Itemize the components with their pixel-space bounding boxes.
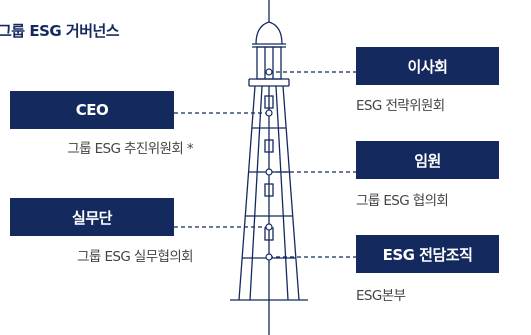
working-group-caption: 그룹 ESG 실무협의회 [77,249,193,265]
working-group-box: 실무단 [10,198,174,236]
board-box: 이사회 [356,47,499,85]
executive-caption: 그룹 ESG 협의회 [356,193,449,209]
diagram-title: 그룹 ESG 거버넌스 [0,22,120,40]
dedicated-org-box: ESG 전담조직 [356,235,499,273]
executive-box: 임원 [356,141,499,179]
dedicated-org-caption: ESG본부 [356,288,406,304]
board-caption: ESG 전략위원회 [356,98,445,114]
ceo-caption: 그룹 ESG 추진위원회 * [67,141,193,157]
ceo-box: CEO [10,91,174,129]
